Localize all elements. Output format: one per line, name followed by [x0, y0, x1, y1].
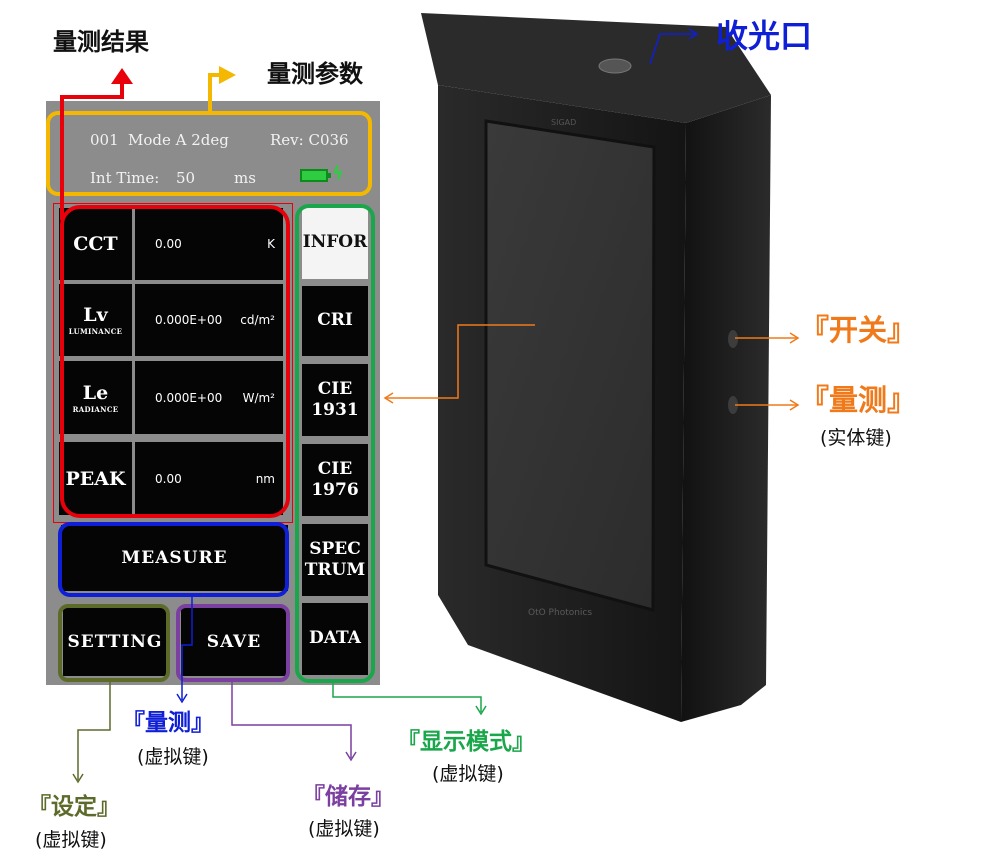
row-unit: W/m²	[242, 390, 275, 405]
screen-ui-arrowhead	[383, 392, 394, 404]
measure-sw-arrowhead	[176, 693, 188, 704]
row-label-text: PEAK	[65, 467, 126, 490]
row-label-cct: CCT	[59, 208, 132, 280]
row-unit: nm	[255, 471, 275, 486]
tab-cri[interactable]: CRI	[302, 286, 368, 356]
battery-icon	[300, 169, 328, 182]
row-unit: K	[267, 237, 275, 251]
row-label-text: CCT	[73, 233, 118, 255]
setting-connector	[77, 682, 111, 780]
row-value: 0.000E+00	[155, 390, 223, 405]
callout-measure-sw: 『量测』	[122, 710, 214, 736]
callout-display-mode: 『显示模式』	[397, 729, 535, 755]
callout-result: 量测结果	[53, 28, 149, 56]
row-unit: cd/m²	[240, 313, 275, 327]
callout-setting: 『设定』	[28, 794, 120, 820]
callout-measure-hw: 『量测』	[800, 383, 917, 417]
row-label-text: Le	[82, 381, 109, 404]
row-value: 0.00	[155, 471, 182, 486]
device-photo: SIGAD OtO Photonics	[416, 5, 796, 738]
device-body-drawing: SIGAD OtO Photonics	[421, 13, 771, 722]
firmware-revision: Rev: C036	[270, 131, 349, 149]
row-label-le: Le RADIANCE	[59, 361, 132, 434]
power-switch-icon	[728, 330, 738, 348]
tab-cie-1931[interactable]: CIE 1931	[302, 364, 368, 436]
device-side-face	[681, 95, 771, 722]
tab-spectrum[interactable]: SPEC TRUM	[302, 524, 368, 596]
battery-tip-icon	[328, 173, 331, 178]
callout-measure-sw-sub: (虚拟键)	[137, 746, 209, 768]
row-value: 0.000E+00	[155, 313, 223, 327]
row-value-lv: 0.000E+00 cd/m²	[135, 284, 283, 356]
row-value: 0.00	[155, 237, 182, 251]
setting-arrowhead	[72, 773, 84, 784]
measurement-index: 001	[90, 131, 119, 149]
row-label-lv: Lv LUMINANCE	[59, 284, 132, 356]
callout-measure-hw-sub: (实体键)	[820, 427, 892, 449]
save-connector	[231, 682, 352, 758]
device-brand-label: OtO Photonics	[528, 608, 592, 618]
charging-icon: ϟ	[332, 163, 344, 184]
tab-infor[interactable]: INFOR	[302, 207, 368, 279]
tab-cie-1976[interactable]: CIE 1976	[302, 444, 368, 516]
measure-key-icon	[728, 396, 738, 414]
callout-setting-sub: (虚拟键)	[35, 829, 107, 851]
save-arrowhead	[345, 751, 357, 762]
row-sublabel-text: LUMINANCE	[68, 327, 123, 336]
row-label-text: Lv	[83, 304, 108, 326]
callout-save: 『储存』	[302, 784, 394, 810]
device-top-label: SIGAD	[551, 118, 576, 127]
callout-save-sub: (虚拟键)	[308, 818, 380, 840]
row-sublabel-text: RADIANCE	[72, 404, 119, 414]
params-arrowhead	[219, 66, 236, 84]
int-time-value: 50	[176, 169, 196, 187]
measure-button[interactable]: MEASURE	[61, 525, 288, 591]
callout-switch: 『开关』	[800, 313, 917, 347]
row-value-cct: 0.00 K	[135, 208, 283, 280]
measurement-mode: Mode A 2deg	[128, 131, 229, 149]
result-arrowhead	[111, 68, 133, 84]
tab-data[interactable]: DATA	[302, 603, 368, 675]
row-value-le: 0.000E+00 W/m²	[135, 361, 283, 434]
int-time-label: Int Time:	[90, 169, 160, 187]
save-button[interactable]: SAVE	[181, 608, 287, 676]
setting-button[interactable]: SETTING	[63, 608, 167, 676]
callout-params: 量测参数	[267, 60, 363, 88]
light-port-icon	[598, 58, 632, 74]
int-time-unit: ms	[234, 169, 256, 187]
row-value-peak: 0.00 nm	[135, 442, 283, 515]
callout-display-mode-sub: (虚拟键)	[432, 763, 504, 785]
callout-port: 收光口	[716, 17, 813, 55]
device-screen-ui: 001 Mode A 2deg Rev: C036 Int Time: 50 m…	[46, 101, 380, 685]
row-label-peak: PEAK	[59, 442, 132, 515]
device-screen	[484, 119, 656, 612]
